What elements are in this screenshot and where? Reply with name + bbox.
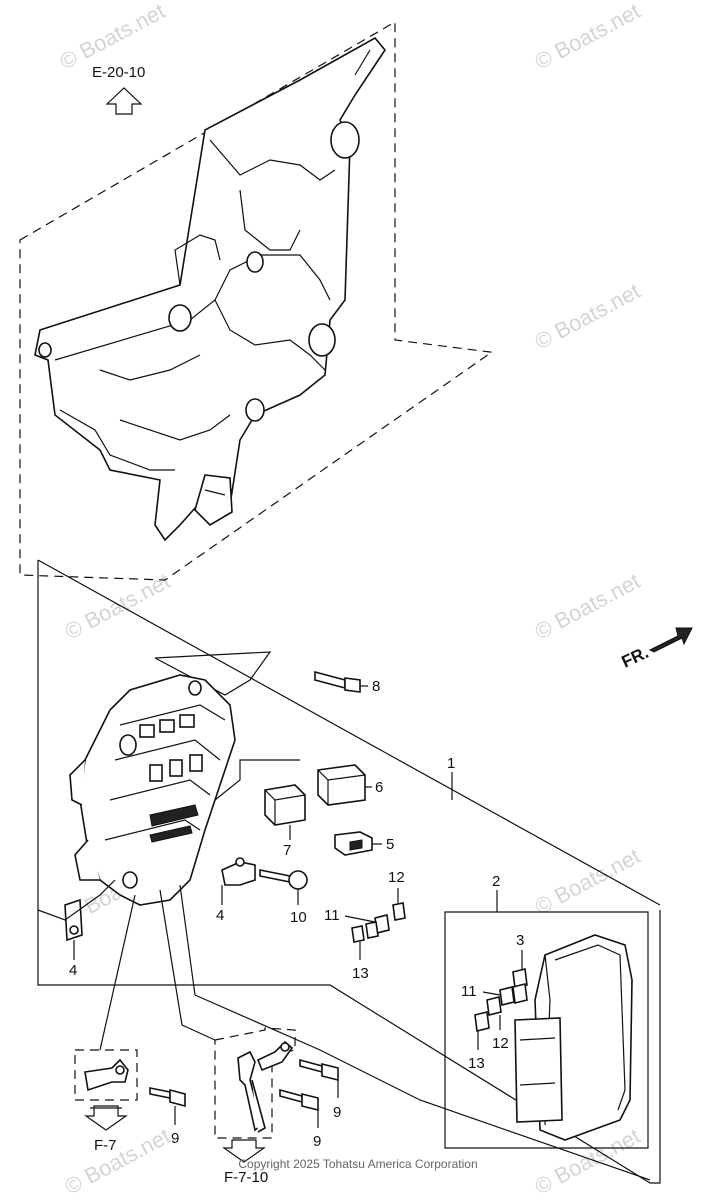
- upper-bracket: [34, 36, 386, 542]
- harness-line: [99, 894, 136, 1051]
- callout-10[interactable]: 10: [290, 909, 307, 926]
- callout-6[interactable]: 6: [375, 779, 383, 796]
- direction-label: FR.: [619, 643, 652, 672]
- fuses-cover: [474, 968, 528, 1032]
- callout-4-left[interactable]: 4: [69, 962, 77, 979]
- connector-5: [334, 831, 373, 856]
- assembly-outline-1-diagonal: [37, 559, 661, 906]
- dashed-box-cable-center: [214, 1027, 296, 1139]
- reference-label[interactable]: F-7: [94, 1137, 117, 1154]
- callout-4-right[interactable]: 4: [216, 907, 224, 924]
- dashed-enclosure-upper: [19, 20, 494, 581]
- callout-9-left[interactable]: 9: [171, 1130, 179, 1147]
- callout-7[interactable]: 7: [283, 842, 291, 859]
- bolt-8: [314, 670, 361, 693]
- reference-bottom-left[interactable]: F-7: [84, 1105, 128, 1154]
- battery-cable: [237, 1040, 294, 1133]
- clamp-4-right: [221, 857, 256, 886]
- harness-line: [159, 889, 216, 1041]
- relay-leader: [214, 759, 300, 801]
- callout-11-cover[interactable]: 11: [461, 983, 477, 1000]
- harness-line: [179, 884, 651, 1181]
- callout-13-cover[interactable]: 13: [468, 1055, 485, 1072]
- copyright-text: Copyright 2025 Tohatsu America Corporati…: [238, 1157, 477, 1171]
- assembly-outline-1: [37, 560, 661, 1184]
- relay-6: [317, 764, 366, 806]
- arrow-right-icon: [648, 627, 693, 653]
- reference-label[interactable]: F-7-10: [224, 1169, 268, 1186]
- callout-1[interactable]: 1: [447, 755, 455, 772]
- callout-2[interactable]: 2: [492, 873, 500, 890]
- arrow-down-icon: [222, 1139, 266, 1163]
- front-direction-indicator: FR.: [619, 627, 693, 672]
- terminal-left: [84, 1058, 129, 1092]
- junction-box: [69, 674, 236, 906]
- watermark: © Boats.net: [531, 0, 645, 74]
- callout-11-loose[interactable]: 11: [324, 907, 340, 924]
- bolt-9-center-lower: [279, 1088, 319, 1112]
- relay-7: [264, 784, 306, 826]
- cover-box: [444, 911, 649, 1149]
- callout-5[interactable]: 5: [386, 836, 394, 853]
- cover-2: [514, 934, 633, 1141]
- watermark: © Boats.net: [531, 568, 645, 644]
- reference-bottom-center[interactable]: F-7-10: [222, 1139, 268, 1186]
- clamp-4-left: [64, 898, 83, 942]
- callout-12-cover[interactable]: 12: [492, 1035, 509, 1052]
- watermark: © Boats.net: [531, 843, 645, 919]
- clamp-leader-left: [37, 879, 116, 921]
- callout-12-loose[interactable]: 12: [388, 869, 405, 886]
- arrow-down-icon: [84, 1105, 128, 1131]
- watermark: © Boats.net: [531, 278, 645, 354]
- watermark: © Boats.net: [531, 1123, 645, 1199]
- callout-3[interactable]: 3: [516, 932, 524, 949]
- callout-9-center-upper[interactable]: 9: [333, 1104, 341, 1121]
- callout-13-loose[interactable]: 13: [352, 965, 369, 982]
- dashed-box-terminal-left: [74, 1049, 138, 1101]
- screw-10: [259, 869, 308, 890]
- reference-top[interactable]: E-20-10: [92, 64, 145, 115]
- watermark: © Boats.net: [61, 568, 175, 644]
- arrow-up-icon: [105, 87, 143, 115]
- bolt-9-left: [149, 1087, 186, 1108]
- bolt-9-center-upper: [299, 1058, 339, 1082]
- fuses-loose: [351, 902, 406, 943]
- reference-label[interactable]: E-20-10: [92, 64, 145, 81]
- callout-8[interactable]: 8: [372, 678, 380, 695]
- callout-9-center-lower[interactable]: 9: [313, 1133, 321, 1150]
- watermark: © Boats.net: [61, 1123, 175, 1199]
